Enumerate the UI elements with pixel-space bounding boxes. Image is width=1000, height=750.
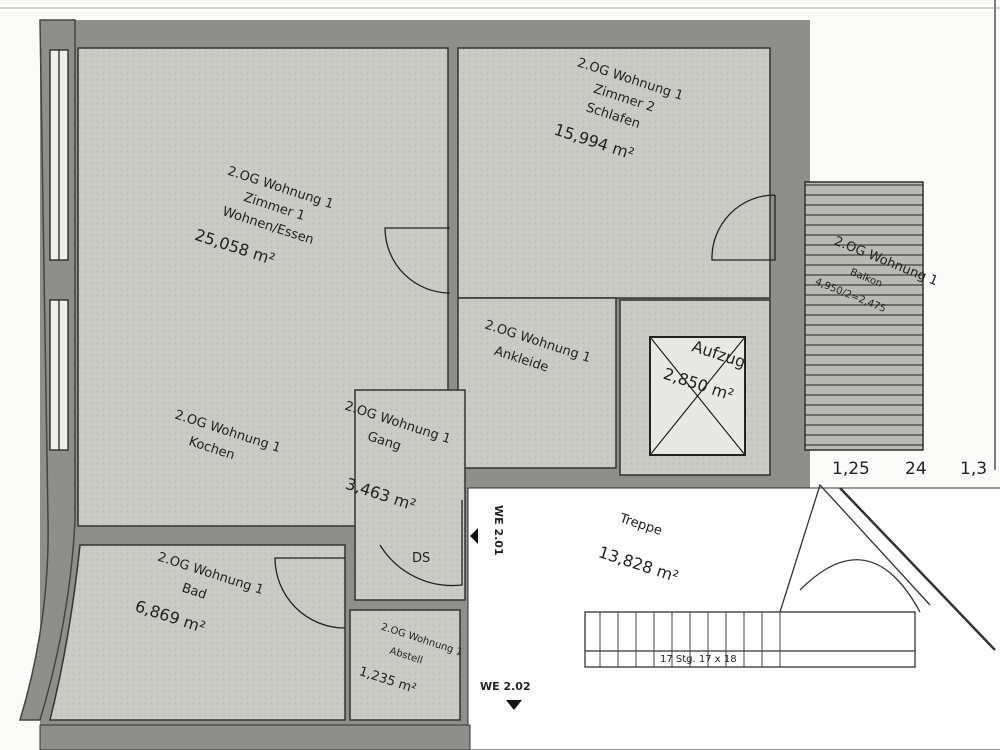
- we-201-label: WE 2.01: [492, 505, 505, 556]
- room-balkon: [804, 181, 924, 451]
- windows: [49, 49, 69, 451]
- stair-note: 17 Stg. 17 x 18: [660, 654, 737, 665]
- we-202-label: WE 2.02: [480, 680, 531, 693]
- dimension-1: 1,25: [832, 459, 870, 479]
- dimension-2: 24: [905, 459, 927, 479]
- room-bad: [49, 544, 346, 721]
- room-schlafen: [457, 47, 771, 299]
- room-ankleide: [457, 297, 617, 469]
- doors: [274, 194, 776, 629]
- arrow-left-icon: [470, 528, 478, 544]
- dimension-3: 1,3: [960, 459, 987, 479]
- arrow-down-icon: [506, 700, 522, 710]
- bad-room: Bad: [180, 581, 209, 603]
- ds-mark: DS: [412, 551, 430, 566]
- bottom-wall: [39, 724, 471, 750]
- stair-treads: [599, 612, 781, 667]
- room-treppe: [467, 487, 1000, 750]
- elevator-shaft: [649, 336, 746, 456]
- room-abstell: [349, 609, 461, 721]
- staircase: [584, 483, 996, 668]
- room-gang: [354, 389, 466, 601]
